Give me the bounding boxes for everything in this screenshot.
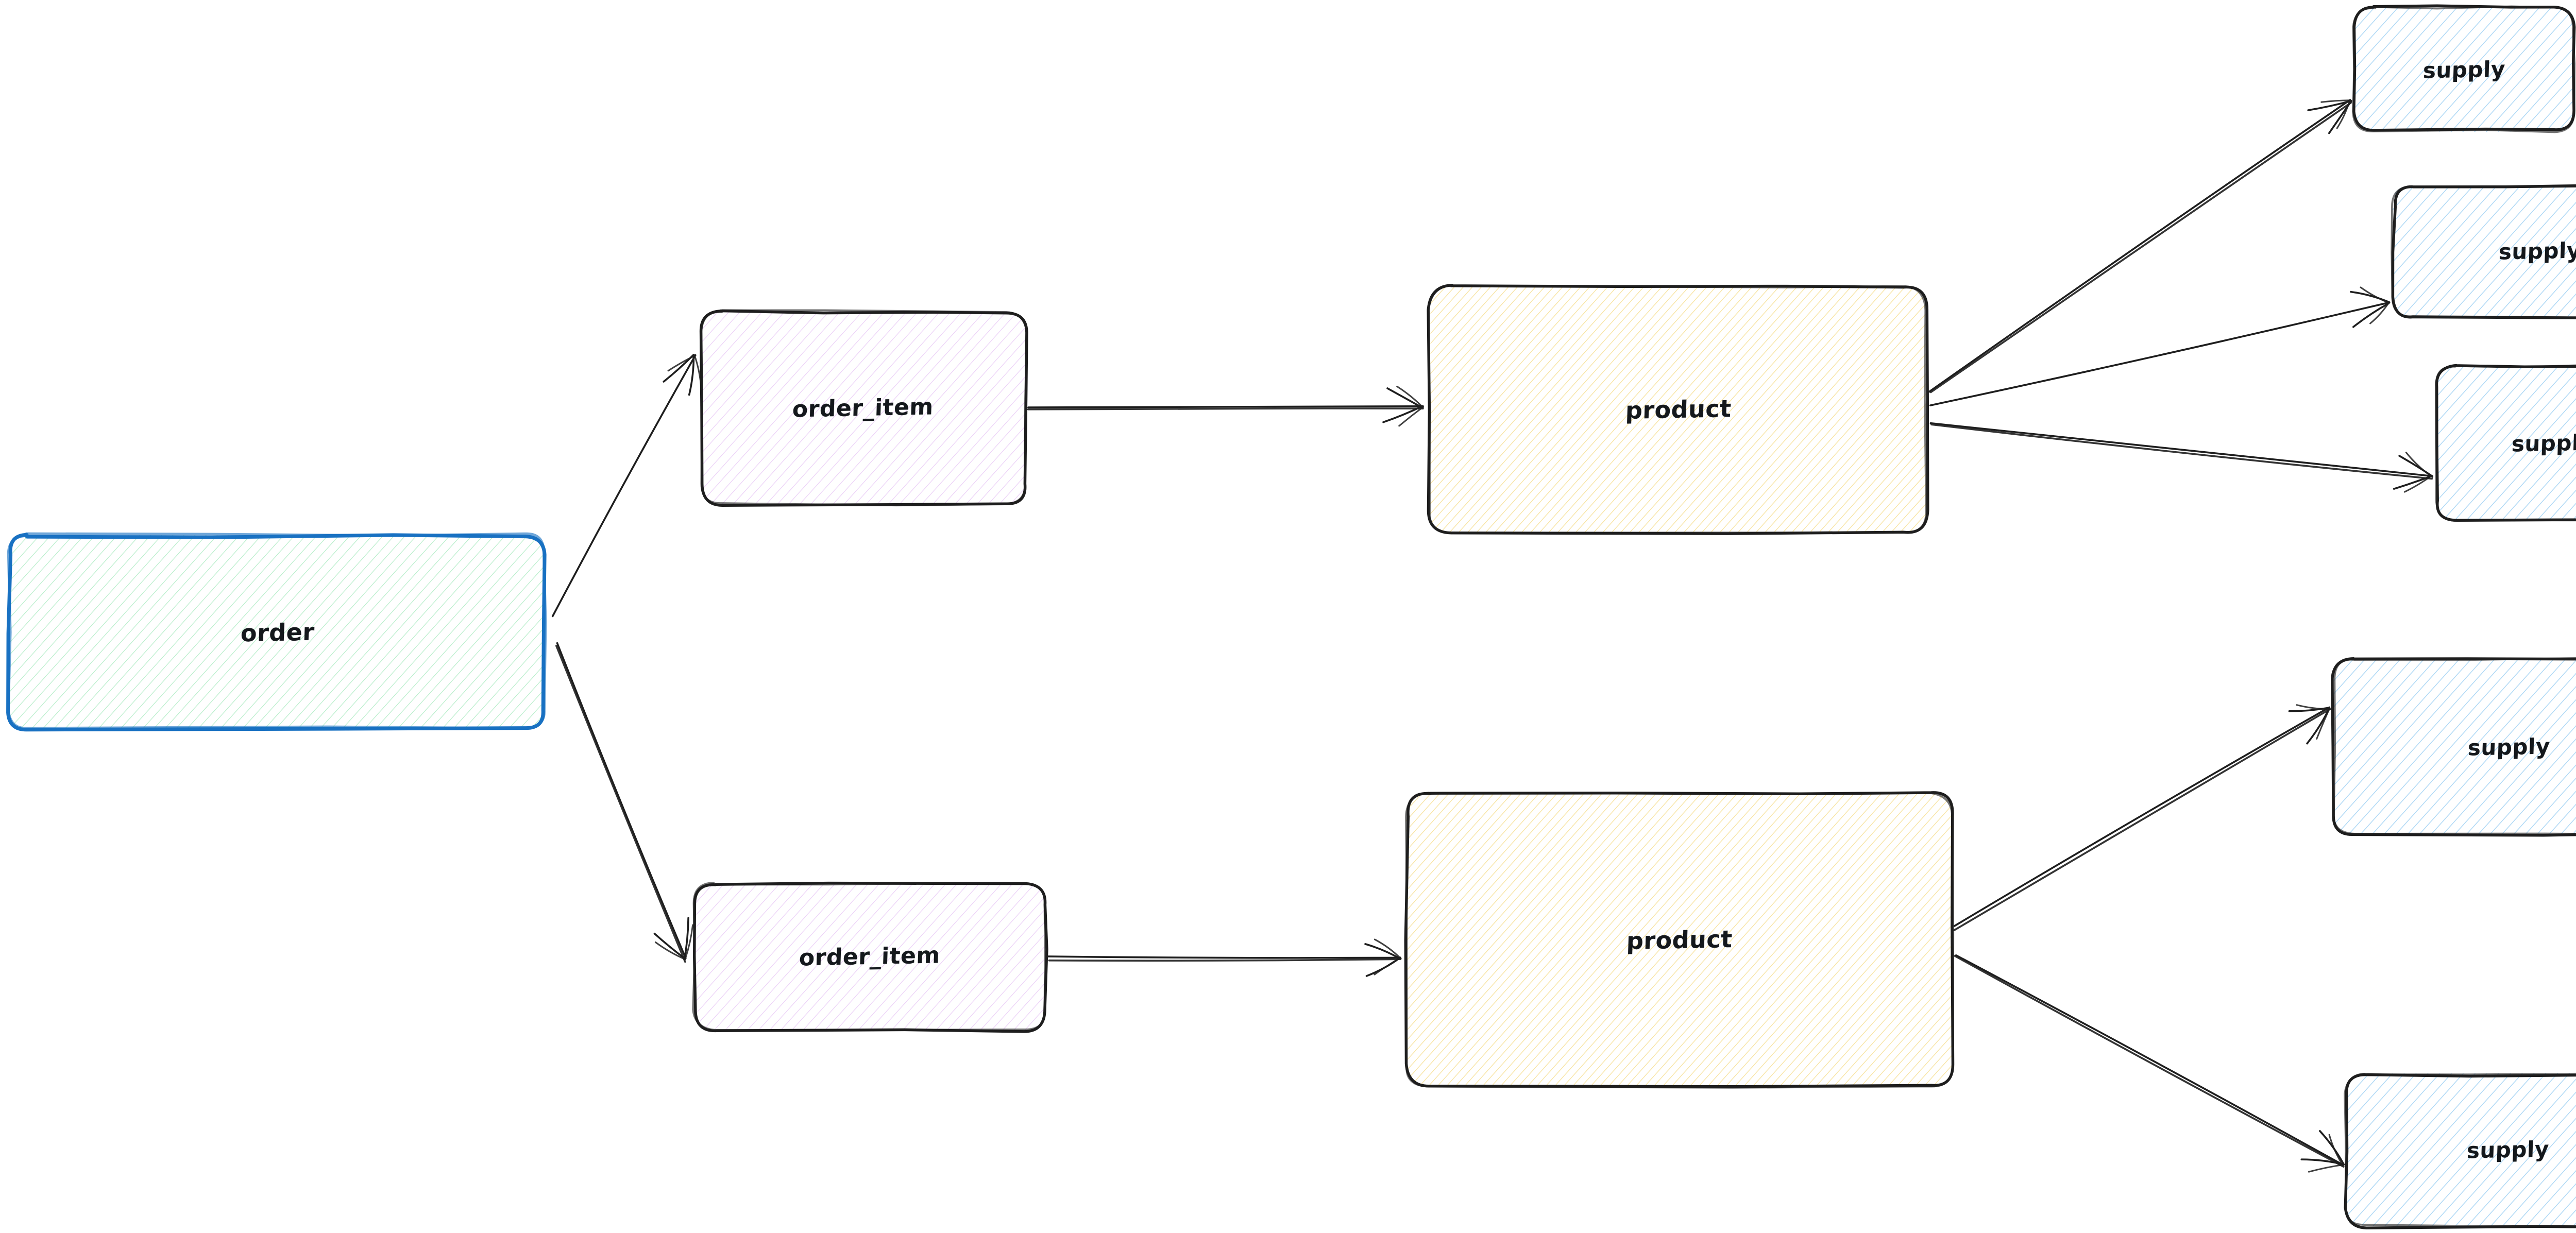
node-supply_4[interactable]: supply bbox=[2334, 659, 2576, 834]
node-label: supply bbox=[2466, 1136, 2550, 1163]
node-label: product bbox=[1624, 395, 1732, 424]
node-label: order_item bbox=[799, 942, 941, 971]
node-order_item_1[interactable]: order_item bbox=[701, 312, 1025, 505]
node-product_2[interactable]: product bbox=[1406, 793, 1953, 1087]
edge-product_1-to-supply_3[interactable] bbox=[1929, 422, 2434, 493]
edge-order-to-order_item_2[interactable] bbox=[555, 642, 694, 963]
edge-order-to-order_item_1[interactable] bbox=[551, 354, 702, 618]
node-label: product bbox=[1626, 925, 1733, 955]
node-label: supply bbox=[2511, 429, 2576, 457]
edge-product_1-to-supply_1[interactable] bbox=[1927, 99, 2352, 393]
node-supply_5[interactable]: supply bbox=[2347, 1074, 2576, 1226]
node-product_1[interactable]: product bbox=[1430, 286, 1927, 533]
node-label: order_item bbox=[792, 393, 934, 423]
node-label: supply bbox=[2498, 237, 2576, 265]
node-label: supply bbox=[2422, 56, 2506, 83]
edge-product_2-to-supply_4[interactable] bbox=[1953, 704, 2331, 932]
node-label: supply bbox=[2467, 733, 2551, 761]
edge-order_item_1-to-product_1[interactable] bbox=[1027, 385, 1424, 427]
node-label: order bbox=[240, 618, 315, 647]
node-order[interactable]: order bbox=[10, 536, 545, 729]
node-supply_3[interactable]: supply bbox=[2437, 366, 2576, 520]
node-supply_2[interactable]: supply bbox=[2393, 185, 2576, 317]
edge-product_1-to-supply_2[interactable] bbox=[1929, 286, 2391, 406]
edge-product_2-to-supply_5[interactable] bbox=[1954, 954, 2345, 1173]
node-supply_1[interactable]: supply bbox=[2354, 8, 2573, 131]
edge-order_item_2-to-product_2[interactable] bbox=[1047, 938, 1402, 977]
node-order_item_2[interactable]: order_item bbox=[694, 883, 1045, 1030]
